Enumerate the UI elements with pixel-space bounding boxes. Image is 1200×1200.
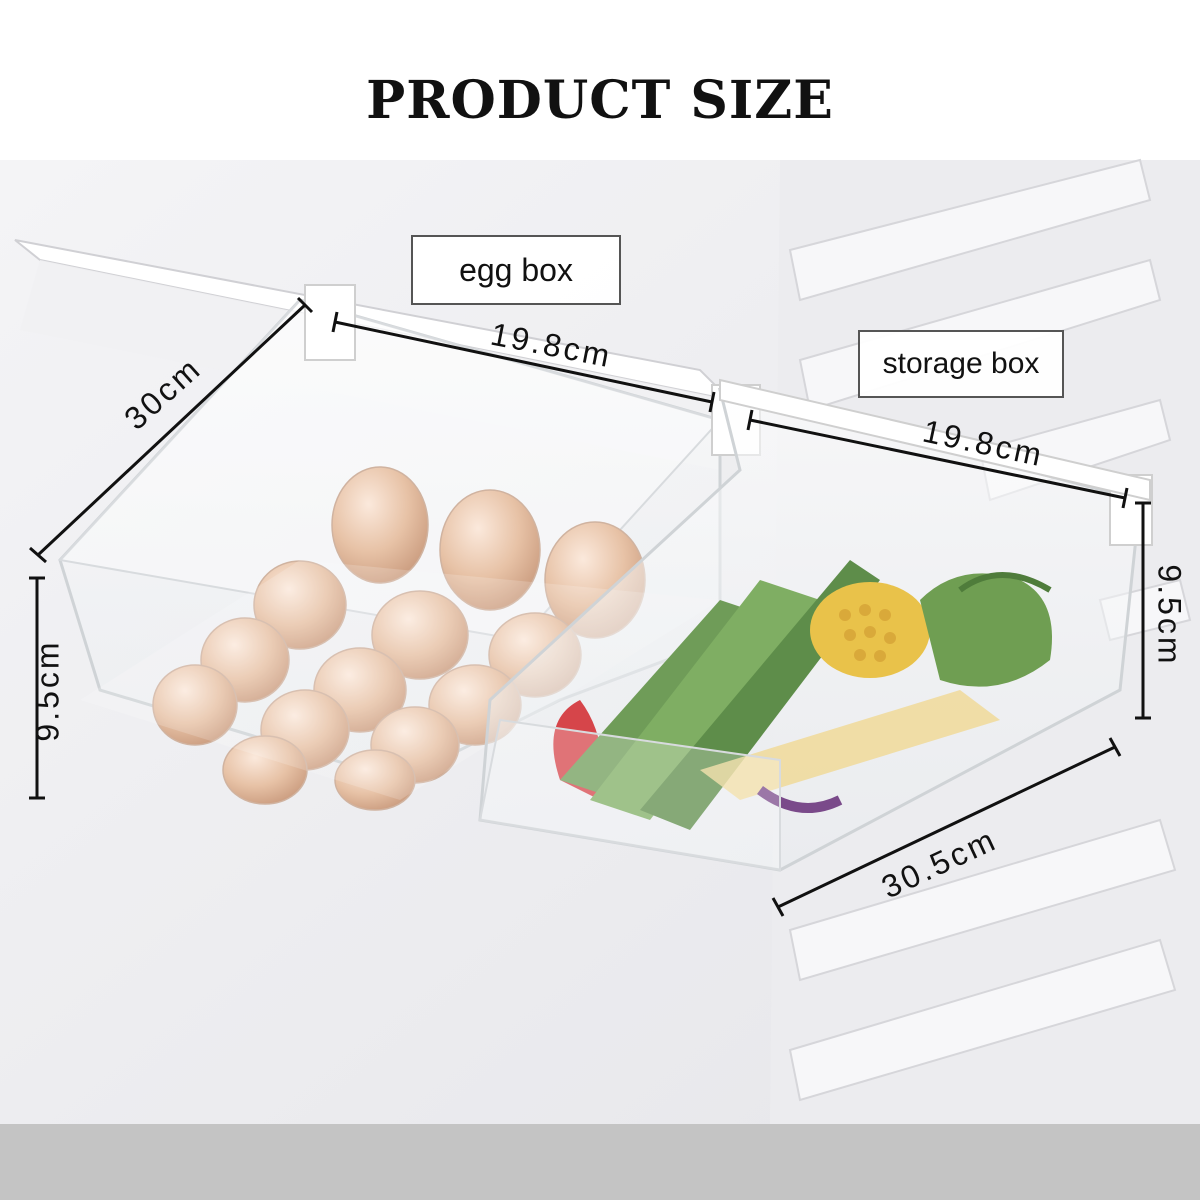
eggs (152, 466, 646, 811)
storage-height-dimension: 9.5cm (1151, 564, 1188, 667)
storage-box-label: storage box (858, 330, 1064, 398)
bottom-band (0, 1124, 1200, 1200)
egg-height-dimension: 9.5cm (29, 639, 66, 742)
dimension-lines (29, 296, 1151, 917)
egg-box-label: egg box (411, 235, 621, 305)
vegetables (553, 560, 1052, 830)
page-title: PRODUCT SIZE (366, 70, 834, 131)
storage-box (478, 387, 1153, 872)
